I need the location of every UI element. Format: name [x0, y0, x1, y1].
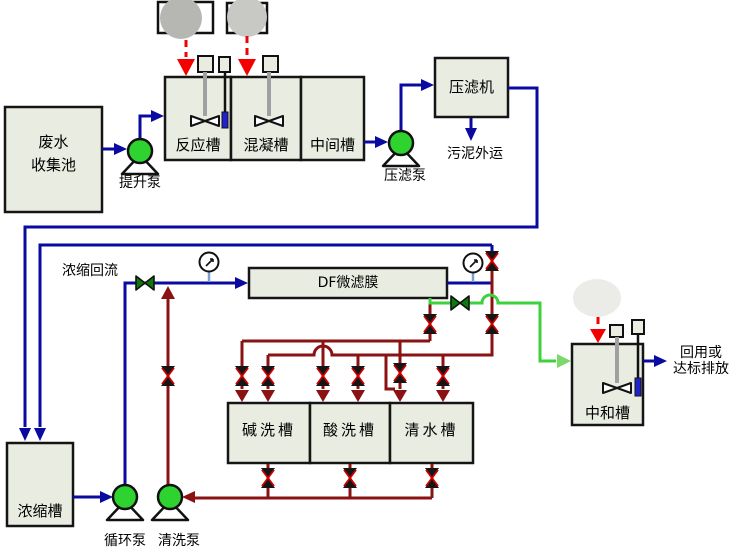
acid-tank-box [308, 401, 392, 465]
concentrate-reflux-label: 浓缩回流 [62, 263, 118, 279]
intermediate-tank-box [299, 75, 366, 162]
valve-icon [315, 365, 331, 387]
level-probe-head-icon [218, 56, 231, 73]
valve-icon [160, 365, 176, 387]
probe-tip-icon [221, 111, 229, 129]
concentration-tank-label: 浓缩槽 [17, 502, 63, 520]
cleaning-pump-icon [150, 483, 190, 522]
alkali-tank-label: 碱洗槽 [241, 421, 296, 439]
concentration-tank-box [5, 441, 75, 528]
dosing-arrows [184, 36, 600, 328]
valve-icon [484, 313, 500, 335]
wastewater-pool-line1: 废水 [38, 133, 69, 151]
neutralization-tank-label: 中和槽 [584, 404, 630, 422]
wastewater-pool-box [3, 105, 104, 214]
valve-icon [392, 362, 408, 384]
valve-icon [342, 467, 358, 489]
agitator-motor-icon [197, 55, 214, 73]
blue-arrowheads [19, 79, 667, 503]
green-pipe [428, 293, 571, 368]
ph-probe-head-icon [631, 319, 645, 335]
tanks [3, 56, 645, 528]
reaction-tank-label: 反应槽 [175, 136, 221, 154]
valve-icon [435, 365, 451, 387]
valve-icon [260, 467, 276, 489]
filter-press-label: 压滤机 [448, 78, 494, 96]
lift-pump-label: 提升泵 [119, 175, 161, 191]
circulation-pump-label: 循环泵 [104, 533, 146, 549]
clean-water-tank-label: 清水槽 [404, 421, 459, 439]
valve-icon [260, 365, 276, 387]
valve-icon [424, 467, 440, 489]
pressure-gauge-icon [462, 252, 484, 274]
coagulation-tank-label: 混凝槽 [243, 136, 289, 154]
agitator-motor-icon [609, 324, 624, 338]
reuse-discharge-label: 回用或 达标排放 [662, 345, 740, 377]
wastewater-pool-line2: 收集池 [30, 156, 76, 174]
valve-icon [234, 365, 250, 387]
green-valve-icon [135, 275, 155, 291]
pressure-gauge-icon [198, 251, 220, 273]
alkali-tank-box [226, 401, 312, 465]
lift-pump-icon [120, 137, 160, 176]
coagulation-tank-box [229, 75, 303, 162]
acid-tank-label: 酸洗槽 [322, 421, 377, 439]
clean-water-tank-box [388, 401, 475, 465]
gauges [198, 251, 484, 282]
valve-icon [484, 250, 500, 272]
filter-press-pump-icon [381, 129, 421, 168]
blue-pipes [23, 83, 654, 499]
green-arrowhead [557, 354, 571, 368]
agitator-motor-icon [262, 55, 279, 73]
dosing-circle-2 [227, 0, 267, 37]
filter-press-box [433, 56, 510, 119]
filter-press-pump-label: 压滤泵 [384, 168, 426, 184]
probe-tip-icon [634, 377, 642, 397]
dosing-arrowheads [177, 59, 606, 343]
wastewater-pool-label: 废水 收集池 [5, 131, 102, 177]
valve-icon [422, 313, 438, 335]
red-arrowheads [161, 286, 450, 503]
intermediate-tank-label: 中间槽 [309, 136, 355, 154]
circulation-pump-icon [105, 483, 145, 522]
green-valve-icon [450, 295, 470, 311]
dosing-circle-1 [160, 0, 202, 39]
agitators [190, 55, 645, 397]
reuse-line2: 达标排放 [673, 361, 729, 377]
reuse-line1: 回用或 [680, 345, 722, 361]
cleaning-pump-label: 清洗泵 [158, 533, 200, 549]
sludge-out-label: 污泥外运 [447, 146, 503, 162]
valve-icon [350, 365, 366, 387]
dosing-circle-3 [573, 279, 621, 317]
dosing-hoppers [156, 0, 621, 317]
df-membrane-label: DF微滤膜 [317, 275, 379, 291]
